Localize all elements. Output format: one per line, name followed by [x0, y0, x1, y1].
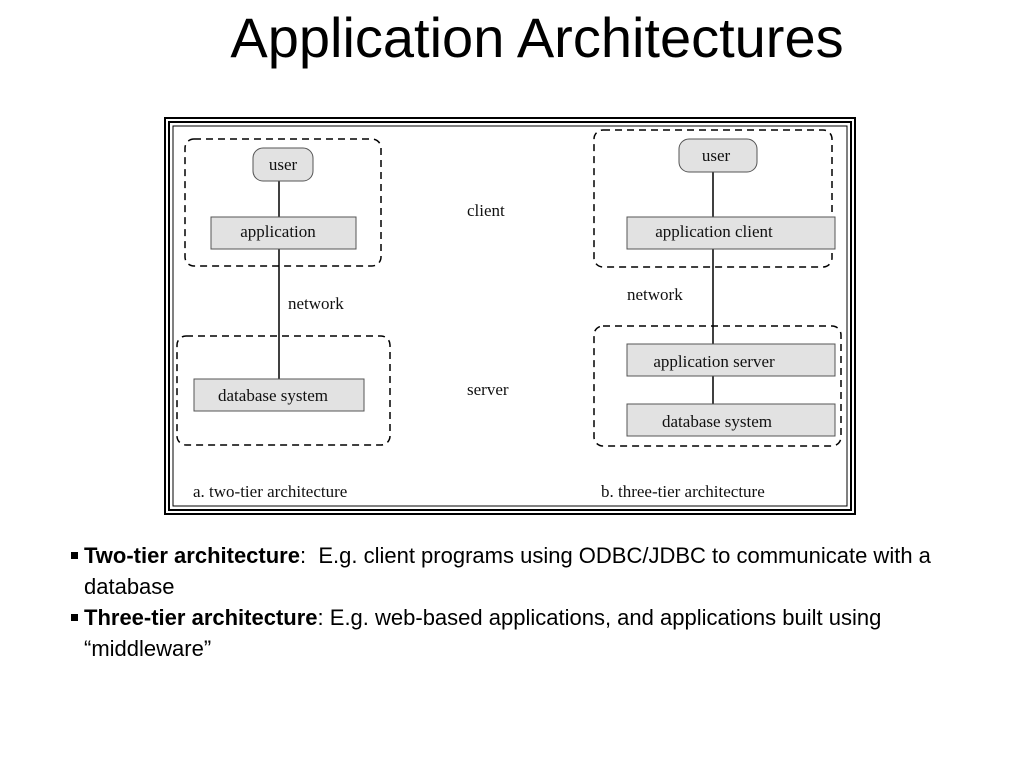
two-tier-application-label: application: [240, 222, 316, 241]
two-tier-database-box: [193, 378, 365, 412]
three-tier-caption: b. three-tier architecture: [601, 482, 765, 501]
architecture-figure: user application network database system…: [164, 117, 856, 515]
architecture-diagram: user application network database system…: [164, 117, 856, 515]
two-tier-user-node: [252, 147, 314, 182]
three-tier-user-label: user: [702, 146, 731, 165]
three-tier-network-label: network: [627, 285, 683, 304]
frame-outer-border: [164, 117, 856, 515]
client-tier-label: client: [467, 201, 505, 220]
three-tier-application-server-box: [626, 343, 836, 377]
two-tier-database-label: database system: [218, 386, 328, 405]
three-tier-database-box: [626, 403, 836, 437]
bullet-text: E.g. client programs using ODBC/JDBC to …: [84, 543, 938, 599]
bullet-term: Three-tier architecture: [84, 605, 318, 630]
two-tier-user-label: user: [269, 155, 298, 174]
square-bullet-icon: [71, 552, 78, 559]
square-bullet-icon: [71, 614, 78, 621]
two-tier-caption: a. two-tier architecture: [193, 482, 347, 501]
three-tier-user-node: [678, 138, 758, 173]
two-tier-server-group: [176, 335, 391, 446]
slide-title: Application Architectures: [230, 6, 844, 69]
bullet-two-tier: Two-tier architecture: E.g. client progr…: [68, 540, 968, 602]
bullet-separator: :: [317, 605, 324, 630]
frame-middle-border: [168, 121, 852, 511]
bullet-text: E.g. web-based applications, and applica…: [84, 605, 888, 661]
frame-inner-border: [172, 125, 848, 507]
bullet-three-tier: Three-tier architecture: E.g. web-based …: [68, 602, 968, 664]
three-tier-application-server-label: application server: [653, 352, 775, 371]
two-tier-client-group: [184, 138, 382, 267]
bullet-list: Two-tier architecture: E.g. client progr…: [68, 540, 968, 664]
two-tier-network-label: network: [288, 294, 344, 313]
three-tier-server-group: [593, 325, 842, 447]
server-tier-label: server: [467, 380, 509, 399]
three-tier-application-client-box: [626, 216, 836, 250]
bullet-term: Two-tier architecture: [84, 543, 300, 568]
three-tier-database-label: database system: [662, 412, 772, 431]
three-tier-client-group: [593, 129, 833, 268]
three-tier-application-client-label: application client: [655, 222, 773, 241]
two-tier-application-box: [210, 216, 357, 250]
bullet-separator: :: [299, 543, 307, 568]
